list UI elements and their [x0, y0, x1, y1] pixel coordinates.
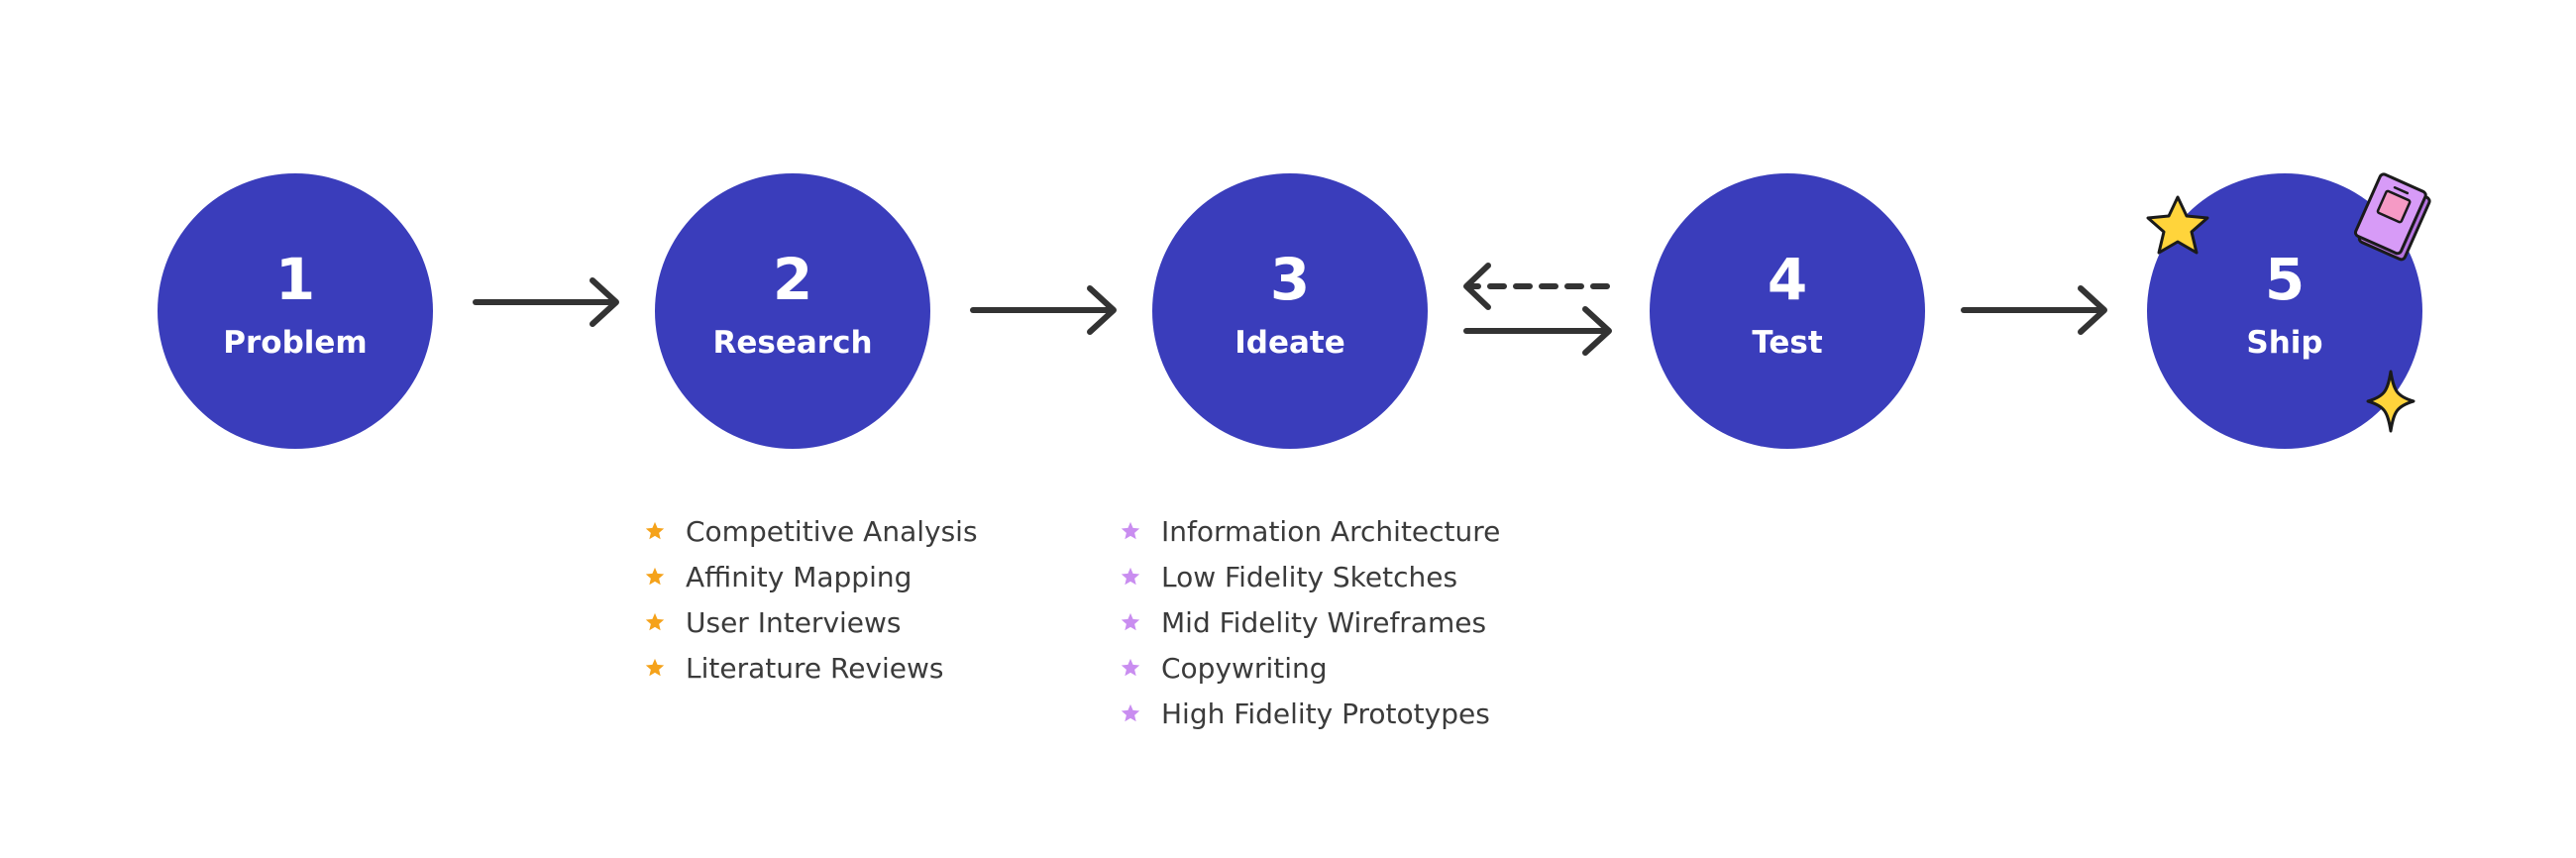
- list-item: Mid Fidelity Wireframes: [1120, 599, 1500, 645]
- arrow-4-to-3-dashed: [1463, 263, 1610, 310]
- list-item: Literature Reviews: [644, 645, 978, 691]
- orange-star-icon: [645, 612, 665, 631]
- yellow-star-icon: [2146, 195, 2209, 255]
- purple-star-icon: [1121, 703, 1140, 722]
- list-item-label: Mid Fidelity Wireframes: [1161, 605, 1487, 639]
- list-item: Low Fidelity Sketches: [1120, 554, 1500, 599]
- list-item: Competitive Analysis: [644, 508, 978, 554]
- arrow-1-to-2: [473, 277, 619, 327]
- step-test: 4 Test: [1650, 173, 1925, 449]
- list-item-label: User Interviews: [686, 605, 902, 639]
- step-number: 2: [772, 245, 813, 313]
- arrow-2-to-3: [970, 285, 1117, 335]
- list-item-label: Low Fidelity Sketches: [1161, 560, 1458, 593]
- step-number: 4: [1767, 245, 1808, 313]
- list-item-label: Literature Reviews: [686, 651, 944, 685]
- list-item: Information Architecture: [1120, 508, 1500, 554]
- orange-star-icon: [645, 658, 665, 677]
- list-item: High Fidelity Prototypes: [1120, 691, 1500, 736]
- list-item: User Interviews: [644, 599, 978, 645]
- purple-star-icon: [1121, 612, 1140, 631]
- list-item-label: Affinity Mapping: [686, 560, 912, 593]
- orange-star-icon: [645, 521, 665, 540]
- list-item-label: Information Architecture: [1161, 514, 1501, 548]
- yellow-sparkle-icon: [2366, 370, 2415, 433]
- list-item: Affinity Mapping: [644, 554, 978, 599]
- list-item: Copywriting: [1120, 645, 1500, 691]
- purple-book-icon: [2353, 172, 2431, 262]
- step-label: Problem: [223, 324, 368, 361]
- purple-star-icon: [1121, 521, 1140, 540]
- ideate-methods-list: Information Architecture Low Fidelity Sk…: [1120, 508, 1500, 736]
- arrow-3-to-4: [1463, 306, 1612, 356]
- step-research: 2 Research: [655, 173, 930, 449]
- list-item-label: High Fidelity Prototypes: [1161, 697, 1490, 730]
- arrow-4-to-5: [1961, 285, 2107, 335]
- step-number: 5: [2264, 245, 2306, 313]
- research-methods-list: Competitive Analysis Affinity Mapping Us…: [644, 508, 978, 691]
- step-label: Research: [712, 324, 873, 361]
- step-label: Ship: [2246, 324, 2323, 361]
- step-number: 3: [1269, 245, 1311, 313]
- purple-star-icon: [1121, 658, 1140, 677]
- step-ideate: 3 Ideate: [1152, 173, 1428, 449]
- purple-star-icon: [1121, 567, 1140, 586]
- orange-star-icon: [645, 567, 665, 586]
- step-label: Ideate: [1234, 324, 1345, 361]
- step-number: 1: [274, 245, 316, 313]
- list-item-label: Copywriting: [1161, 651, 1328, 685]
- step-label: Test: [1752, 324, 1823, 361]
- list-item-label: Competitive Analysis: [686, 514, 978, 548]
- step-problem: 1 Problem: [158, 173, 433, 449]
